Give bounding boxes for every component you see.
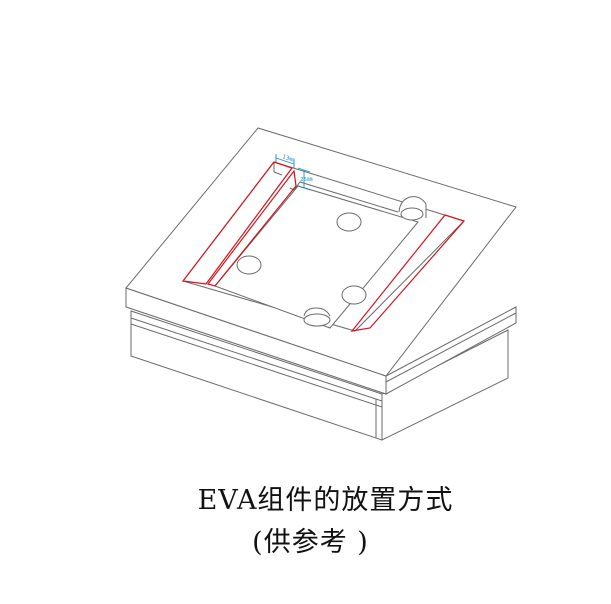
inner-plate [214,185,427,329]
width-label: 13㎜ [281,154,295,164]
caption-subtitle: (供参考 ) [252,527,369,558]
base-right-face [381,329,509,441]
front-notch [303,307,331,317]
hole-left [236,255,262,275]
eva-strip-right [350,214,466,332]
plate-outline [214,185,419,329]
eva-strips [181,161,466,332]
base-groove-line-2 [130,323,383,408]
lid-right-face [385,306,517,395]
lid-edge-line [385,312,517,383]
base-groove-line [130,317,383,402]
eva-strip-left [181,161,293,285]
height-label: 25㎜ [300,177,313,183]
hole-bottom [341,285,367,305]
caption-title: EVA组件的放置方式 [197,485,454,516]
base-block [130,310,509,441]
width-dimension-line [275,157,295,165]
hole-top [336,212,362,232]
pocket-back-edge [293,181,399,213]
eva-strip-left-inner [206,169,297,287]
back-notch-hole [400,207,424,221]
dimension-annotations: 13㎜ 25㎜ [275,154,313,191]
front-notch-hole [303,313,331,327]
pocket-wall-2 [273,171,283,176]
